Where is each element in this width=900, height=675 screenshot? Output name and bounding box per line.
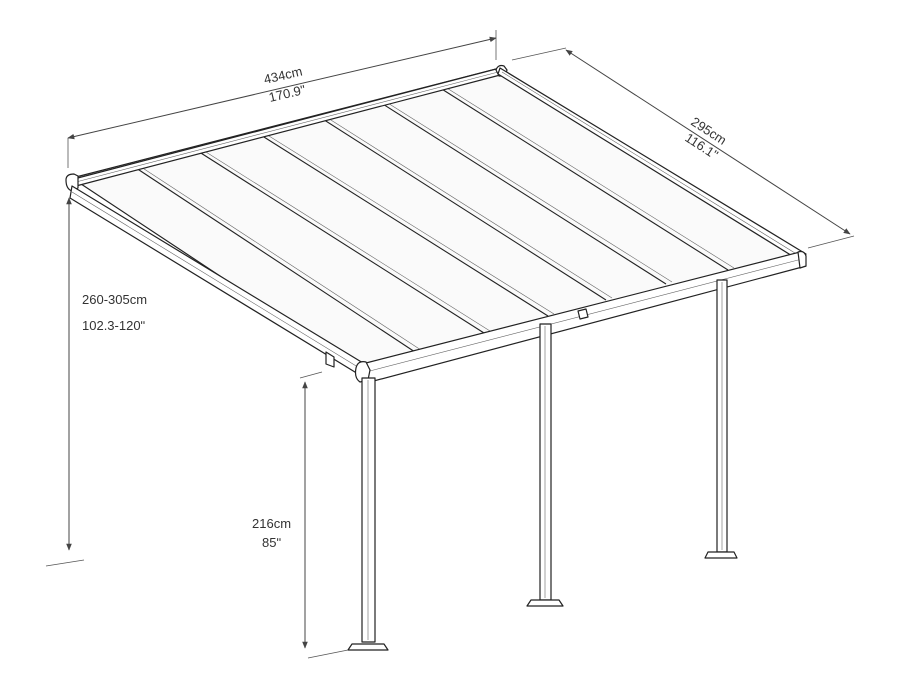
post-right-base [704, 551, 738, 559]
post-height-label-metric: 216cm [252, 516, 291, 531]
panel-bar [260, 130, 555, 315]
beam-bracket [325, 351, 335, 368]
panel-bar [255, 131, 549, 317]
roof-surface [71, 67, 804, 373]
post-middle [539, 323, 552, 601]
gutter-joint [577, 308, 589, 320]
post-height-extension-bottom [307, 649, 349, 659]
panel-bar [197, 146, 491, 332]
posts [347, 279, 738, 651]
post-height-label-imperial: 85ʺ [262, 535, 281, 550]
depth-extension-top [511, 47, 567, 61]
wall-height-extension-bottom [45, 559, 85, 567]
side-beam-left-edge [71, 191, 367, 373]
gutter-cap-right [797, 250, 807, 269]
dimension-lines [45, 30, 855, 659]
wall-rail-cap-left [65, 173, 79, 192]
panel-bar [322, 114, 613, 299]
panel-bar [129, 163, 419, 355]
depth-dimension-arrow [565, 49, 851, 235]
wall-height-label-metric: 260-305cm [82, 292, 147, 307]
depth-extension-bottom [807, 235, 855, 249]
panel-bar [192, 147, 485, 334]
width-label-imperial: 170.9ʺ [267, 82, 307, 105]
gutter-cap-left [354, 361, 371, 383]
width-dimension-arrow [67, 36, 497, 140]
post-left-base [347, 643, 389, 651]
post-height-extension-top [299, 371, 323, 379]
panel-bar [317, 115, 607, 301]
post-left [361, 377, 376, 643]
panel-bar [134, 162, 425, 353]
post-middle-base [526, 599, 564, 607]
wall-height-label-imperial: 102.3-120ʺ [82, 318, 146, 333]
